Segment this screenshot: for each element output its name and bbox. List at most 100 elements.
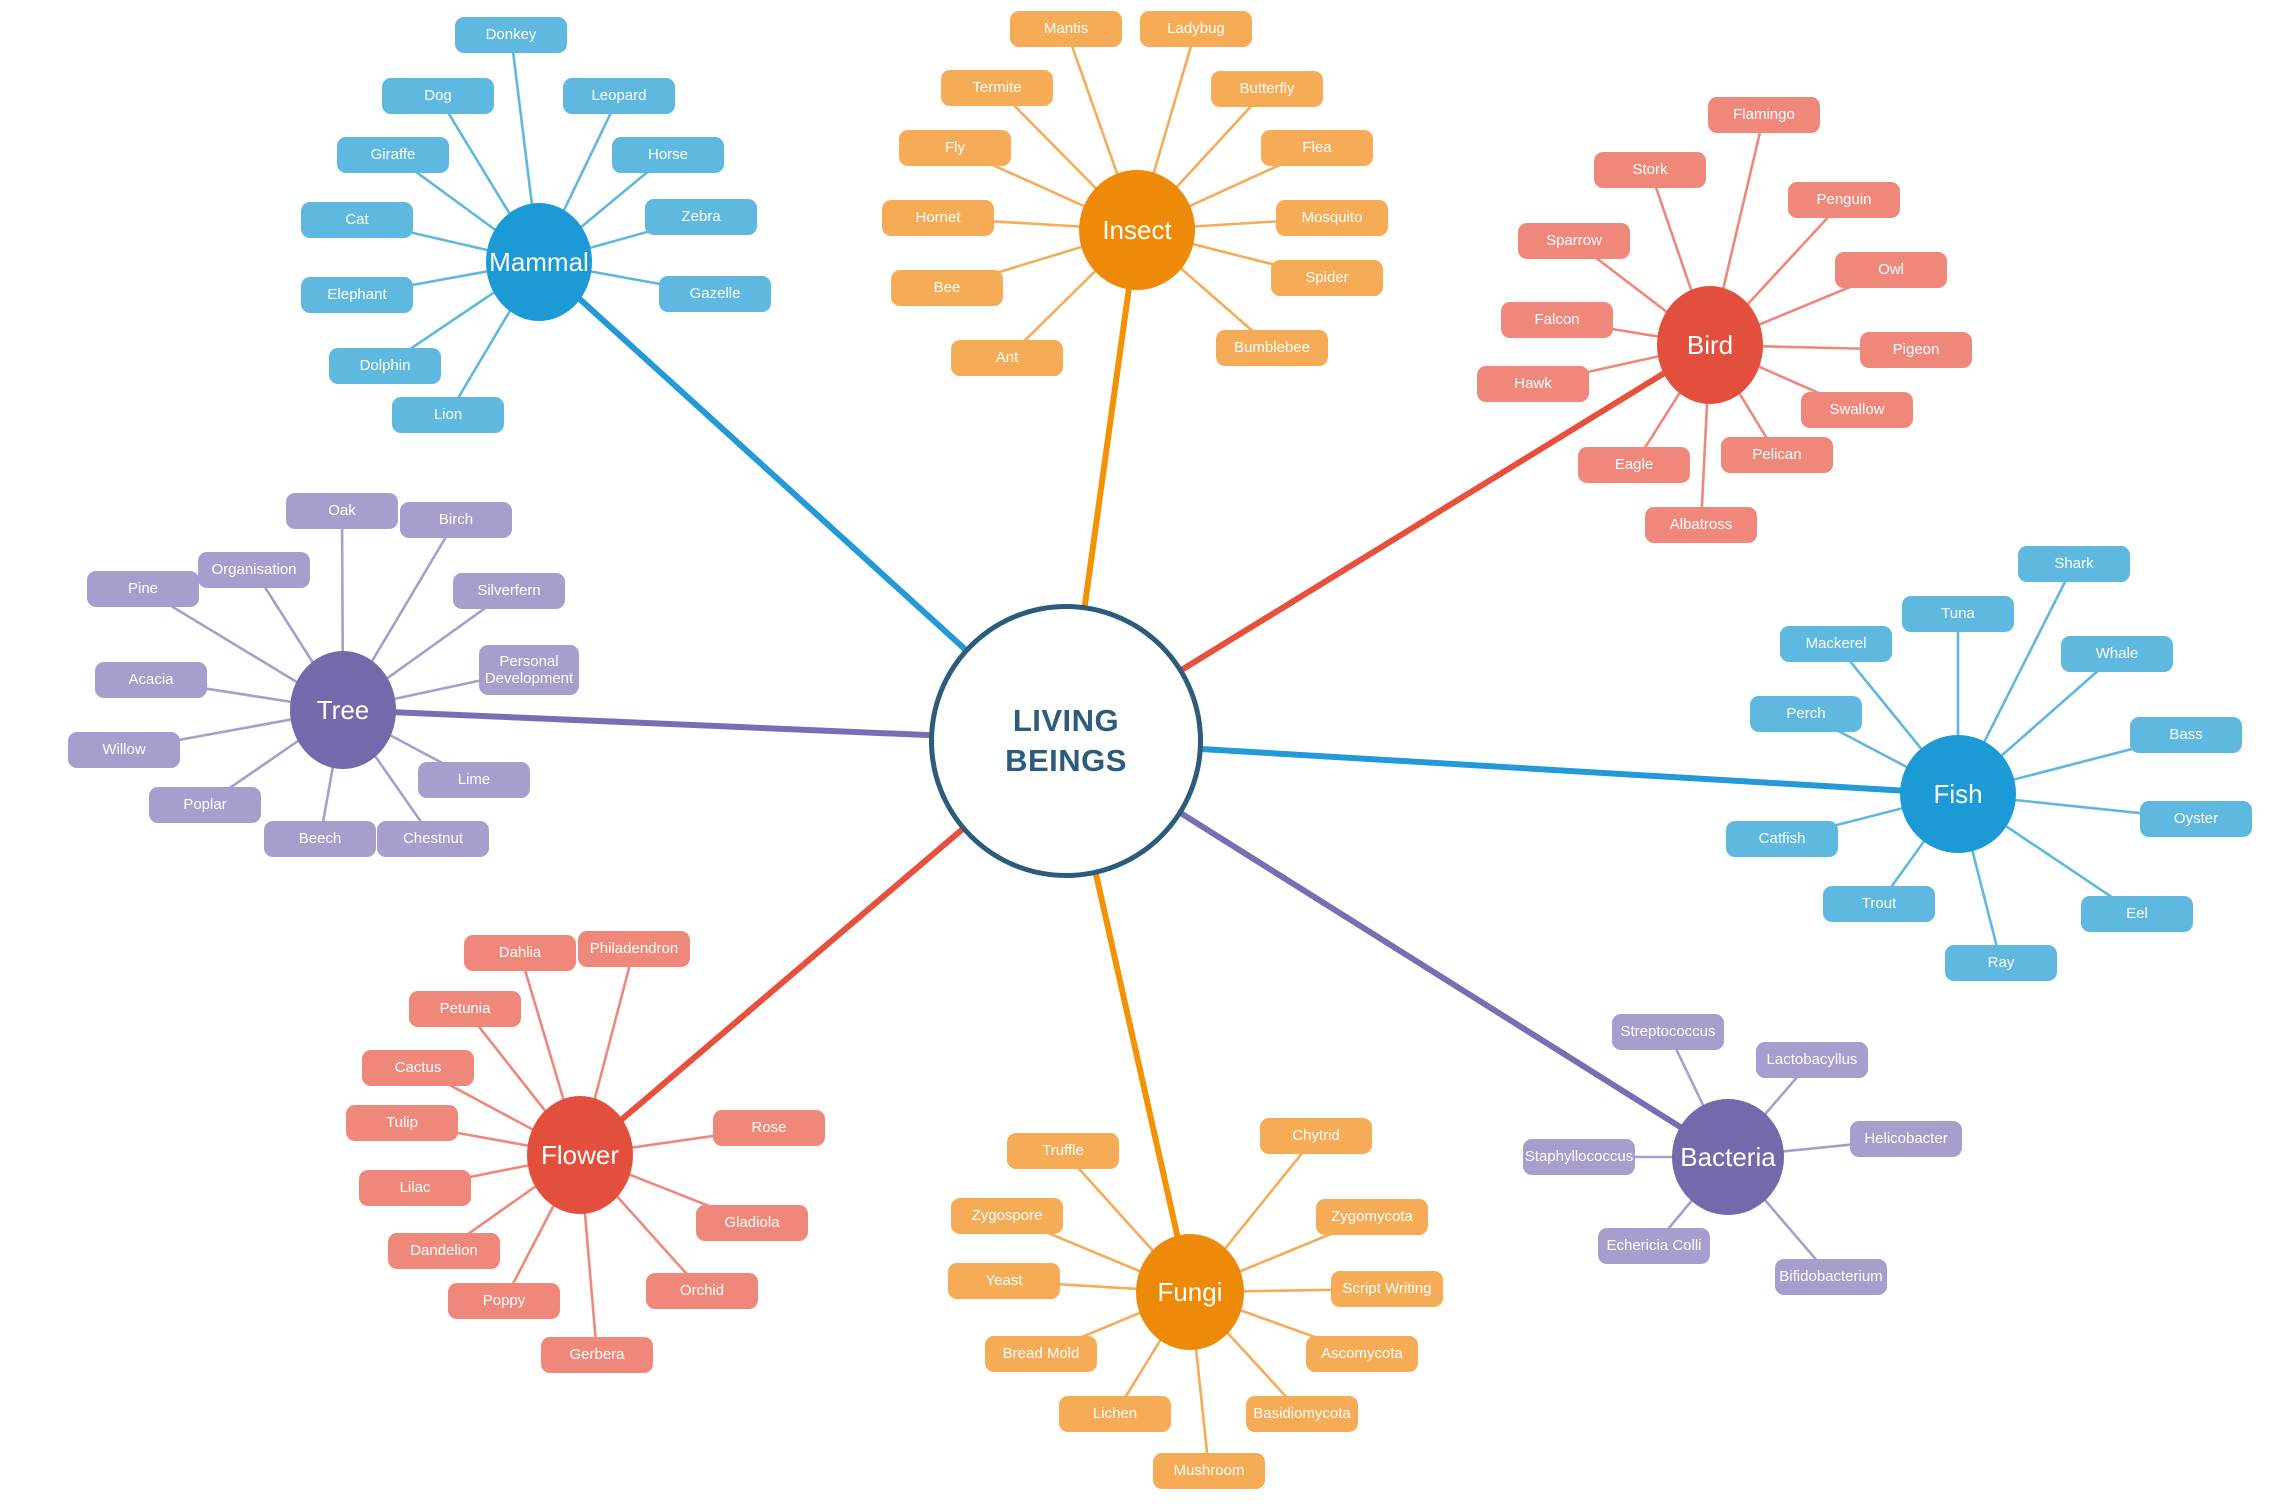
leaf-node-dandelion[interactable]: Dandelion (388, 1233, 500, 1269)
category-node-tree[interactable]: Tree (290, 651, 396, 769)
leaf-node-echericia-colli[interactable]: Echericia Colli (1598, 1228, 1710, 1264)
leaf-node-flamingo[interactable]: Flamingo (1708, 97, 1820, 133)
category-node-bacteria[interactable]: Bacteria (1672, 1099, 1784, 1215)
leaf-node-zygomycota[interactable]: Zygomycota (1316, 1199, 1428, 1235)
leaf-node-zygospore[interactable]: Zygospore (951, 1198, 1063, 1234)
category-node-flower[interactable]: Flower (527, 1096, 633, 1214)
leaf-node-personal-development[interactable]: Personal Development (479, 645, 579, 695)
leaf-node-swallow[interactable]: Swallow (1801, 392, 1913, 428)
leaf-node-perch[interactable]: Perch (1750, 696, 1862, 732)
leaf-node-horse[interactable]: Horse (612, 137, 724, 173)
leaf-node-shark[interactable]: Shark (2018, 546, 2130, 582)
category-node-fungi[interactable]: Fungi (1136, 1234, 1244, 1350)
category-node-bird[interactable]: Bird (1657, 286, 1763, 404)
leaf-node-bass[interactable]: Bass (2130, 717, 2242, 753)
leaf-node-oyster[interactable]: Oyster (2140, 801, 2252, 837)
leaf-node-falcon[interactable]: Falcon (1501, 302, 1613, 338)
leaf-node-ascomycota[interactable]: Ascomycota (1306, 1336, 1418, 1372)
leaf-node-birch[interactable]: Birch (400, 502, 512, 538)
leaf-node-ladybug[interactable]: Ladybug (1140, 11, 1252, 47)
leaf-node-penguin[interactable]: Penguin (1788, 182, 1900, 218)
leaf-node-label: Dog (424, 87, 452, 105)
leaf-node-fly[interactable]: Fly (899, 130, 1011, 166)
leaf-node-tulip[interactable]: Tulip (346, 1105, 458, 1141)
leaf-node-poplar[interactable]: Poplar (149, 787, 261, 823)
leaf-node-rose[interactable]: Rose (713, 1110, 825, 1146)
leaf-node-termite[interactable]: Termite (941, 70, 1053, 106)
leaf-node-label: Donkey (485, 26, 537, 44)
leaf-node-oak[interactable]: Oak (286, 493, 398, 529)
category-node-mammal[interactable]: Mammal (486, 203, 592, 321)
leaf-node-gerbera[interactable]: Gerbera (541, 1337, 653, 1373)
leaf-node-chestnut[interactable]: Chestnut (377, 821, 489, 857)
leaf-node-organisation[interactable]: Organisation (198, 552, 310, 588)
leaf-node-stork[interactable]: Stork (1594, 152, 1706, 188)
leaf-node-bumblebee[interactable]: Bumblebee (1216, 330, 1328, 366)
leaf-node-philadendron[interactable]: Philadendron (578, 931, 690, 967)
leaf-node-mackerel[interactable]: Mackerel (1780, 626, 1892, 662)
leaf-node-lichen[interactable]: Lichen (1059, 1396, 1171, 1432)
leaf-node-dog[interactable]: Dog (382, 78, 494, 114)
leaf-node-hawk[interactable]: Hawk (1477, 366, 1589, 402)
central-topic-living-beings[interactable]: LIVING BEINGS (929, 604, 1203, 878)
leaf-node-donkey[interactable]: Donkey (455, 17, 567, 53)
leaf-node-pigeon[interactable]: Pigeon (1860, 332, 1972, 368)
leaf-node-helicobacter[interactable]: Helicobacter (1850, 1121, 1962, 1157)
leaf-node-gladiola[interactable]: Gladiola (696, 1205, 808, 1241)
leaf-node-flea[interactable]: Flea (1261, 130, 1373, 166)
leaf-node-lactobacyllus[interactable]: Lactobacyllus (1756, 1042, 1868, 1078)
leaf-node-lime[interactable]: Lime (418, 762, 530, 798)
leaf-node-butterfly[interactable]: Butterfly (1211, 71, 1323, 107)
leaf-node-ant[interactable]: Ant (951, 340, 1063, 376)
leaf-node-cat[interactable]: Cat (301, 202, 413, 238)
category-node-fish[interactable]: Fish (1900, 735, 2016, 853)
category-node-insect[interactable]: Insect (1079, 170, 1195, 290)
leaf-node-elephant[interactable]: Elephant (301, 277, 413, 313)
leaf-node-trout[interactable]: Trout (1823, 886, 1935, 922)
leaf-node-acacia[interactable]: Acacia (95, 662, 207, 698)
leaf-node-silverfern[interactable]: Silverfern (453, 573, 565, 609)
leaf-node-chytrid[interactable]: Chytrid (1260, 1118, 1372, 1154)
leaf-node-beech[interactable]: Beech (264, 821, 376, 857)
leaf-node-basidiomycota[interactable]: Basidiomycota (1246, 1396, 1358, 1432)
leaf-node-cactus[interactable]: Cactus (362, 1050, 474, 1086)
leaf-node-pelican[interactable]: Pelican (1721, 437, 1833, 473)
leaf-node-owl[interactable]: Owl (1835, 252, 1947, 288)
leaf-node-dahlia[interactable]: Dahlia (464, 935, 576, 971)
leaf-node-ray[interactable]: Ray (1945, 945, 2057, 981)
leaf-node-mushroom[interactable]: Mushroom (1153, 1453, 1265, 1489)
leaf-node-willow[interactable]: Willow (68, 732, 180, 768)
leaf-node-poppy[interactable]: Poppy (448, 1283, 560, 1319)
leaf-node-yeast[interactable]: Yeast (948, 1263, 1060, 1299)
leaf-node-dolphin[interactable]: Dolphin (329, 348, 441, 384)
leaf-node-lion[interactable]: Lion (392, 397, 504, 433)
leaf-node-whale[interactable]: Whale (2061, 636, 2173, 672)
leaf-node-albatross[interactable]: Albatross (1645, 507, 1757, 543)
leaf-node-staphyllococcus[interactable]: Staphyllococcus (1523, 1139, 1635, 1175)
leaf-node-bifidobacterium[interactable]: Bifidobacterium (1775, 1259, 1887, 1295)
leaf-node-mosquito[interactable]: Mosquito (1276, 200, 1388, 236)
leaf-node-truffle[interactable]: Truffle (1007, 1133, 1119, 1169)
leaf-node-bread-mold[interactable]: Bread Mold (985, 1336, 1097, 1372)
leaf-node-script-writing[interactable]: Script Writing (1331, 1271, 1443, 1307)
leaf-node-leopard[interactable]: Leopard (563, 78, 675, 114)
leaf-node-eel[interactable]: Eel (2081, 896, 2193, 932)
leaf-node-mantis[interactable]: Mantis (1010, 11, 1122, 47)
leaf-node-lilac[interactable]: Lilac (359, 1170, 471, 1206)
leaf-node-catfish[interactable]: Catfish (1726, 821, 1838, 857)
leaf-node-gazelle[interactable]: Gazelle (659, 276, 771, 312)
leaf-node-spider[interactable]: Spider (1271, 260, 1383, 296)
leaf-node-label: Poplar (183, 796, 227, 814)
leaf-node-eagle[interactable]: Eagle (1578, 447, 1690, 483)
leaf-node-pine[interactable]: Pine (87, 571, 199, 607)
leaf-node-sparrow[interactable]: Sparrow (1518, 223, 1630, 259)
leaf-node-giraffe[interactable]: Giraffe (337, 137, 449, 173)
leaf-node-petunia[interactable]: Petunia (409, 991, 521, 1027)
leaf-node-zebra[interactable]: Zebra (645, 199, 757, 235)
leaf-node-tuna[interactable]: Tuna (1902, 596, 2014, 632)
leaf-node-bee[interactable]: Bee (891, 270, 1003, 306)
leaf-node-orchid[interactable]: Orchid (646, 1273, 758, 1309)
leaf-node-label: Falcon (1534, 311, 1580, 329)
leaf-node-streptococcus[interactable]: Streptococcus (1612, 1014, 1724, 1050)
leaf-node-hornet[interactable]: Hornet (882, 200, 994, 236)
